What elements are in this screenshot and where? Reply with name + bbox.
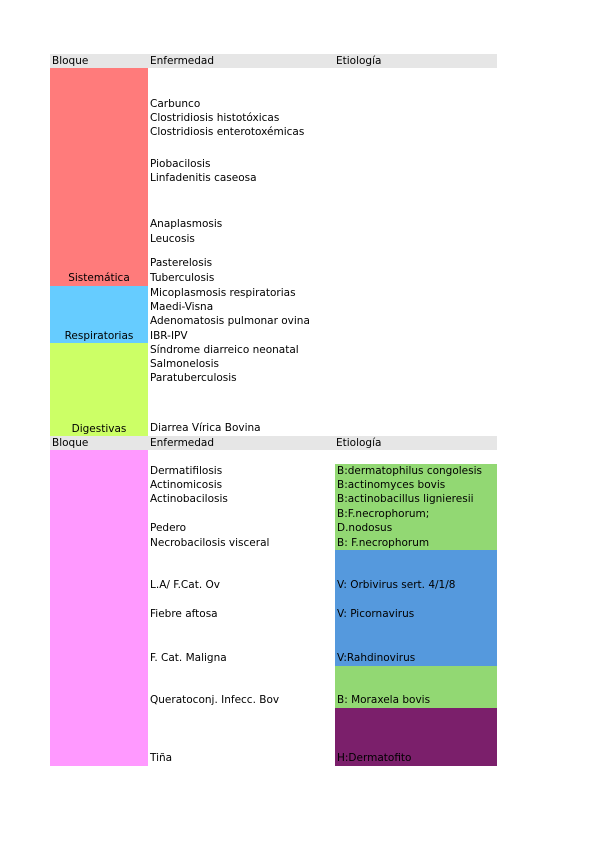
etiology-fungus-block <box>335 708 497 766</box>
disease-linfadenitis-caseosa: Linfadenitis caseosa <box>150 172 257 184</box>
etiology-bacteria-block-2 <box>335 666 497 708</box>
block-label-digestivas: Digestivas <box>71 423 127 435</box>
disease-sindrome-diarreico-neonatal: Síndrome diarreico neonatal <box>150 344 299 356</box>
header-etiologia: Etiología <box>336 55 382 67</box>
disease-adenomatosis-pulmonar-ovina: Adenomatosis pulmonar ovina <box>150 315 310 327</box>
disease-fcat-maligna: F. Cat. Maligna <box>150 652 227 664</box>
disease-la-fcat-ov: L.A/ F.Cat. Ov <box>150 579 220 591</box>
header-enfermedad-2: Enfermedad <box>150 437 215 449</box>
disease-necrobacilosis-visceral: Necrobacilosis visceral <box>150 537 270 549</box>
header-bloque: Bloque <box>52 55 89 67</box>
block-label-respiratorias: Respiratorias <box>64 330 134 342</box>
etiology-fnecrophorum-1: B:F.necrophorum; <box>337 508 430 520</box>
etiology-fnecrophorum-2: B: F.necrophorum <box>337 537 430 549</box>
header-etiologia-2: Etiología <box>336 437 382 449</box>
disease-micoplasmosis-respiratorias: Micoplasmosis respiratorias <box>150 287 296 299</box>
etiology-virus-block <box>335 550 497 666</box>
disease-ibr-ipv: IBR-IPV <box>150 330 188 342</box>
disease-leucosis: Leucosis <box>150 233 195 245</box>
block-sistematica: Sistemática <box>50 68 148 286</box>
disease-dermatifilosis: Dermatifilosis <box>150 465 223 477</box>
etiology-orbivirus: V: Orbivirus sert. 4/1/8 <box>337 579 456 591</box>
disease-clostridiosis-histotoxicas: Clostridiosis histotóxicas <box>150 112 280 124</box>
disease-tina: Tiña <box>150 752 173 764</box>
etiology-picornavirus: V: Picornavirus <box>337 608 415 620</box>
table-header-2: Bloque Enfermedad Etiología <box>50 436 497 450</box>
header-enfermedad: Enfermedad <box>150 55 215 67</box>
table-header-1: Bloque Enfermedad Etiología <box>50 54 497 68</box>
etiology-rahdinovirus: V:Rahdinovirus <box>337 652 416 664</box>
etiology-dnodosus: D.nodosus <box>337 522 393 534</box>
disease-piobacilosis: Piobacilosis <box>150 158 211 170</box>
disease-anaplasmosis: Anaplasmosis <box>150 218 223 230</box>
disease-clostridiosis-enterotoxemicas: Clostridiosis enterotoxémicas <box>150 126 305 138</box>
disease-pedero: Pedero <box>150 522 187 534</box>
etiology-dermatophilus: B:dermatophilus congolesis <box>337 465 482 477</box>
disease-queratoconj-infecc-bov: Queratoconj. Infecc. Bov <box>150 694 280 706</box>
disease-maedi-visna: Maedi-Visna <box>150 301 214 313</box>
disease-actinomicosis: Actinomicosis <box>150 479 223 491</box>
disease-fiebre-aftosa: Fiebre aftosa <box>150 608 218 620</box>
block-label-sistematica: Sistemática <box>68 272 130 284</box>
disease-carbunco: Carbunco <box>150 98 201 110</box>
disease-paratuberculosis: Paratuberculosis <box>150 372 237 384</box>
etiology-actinobacillus: B:actinobacillus lignieresii <box>337 493 474 505</box>
etiology-bacteria-block-1 <box>335 464 497 550</box>
etiology-moraxela: B: Moraxela bovis <box>337 694 431 706</box>
disease-actinobacilosis: Actinobacilosis <box>150 493 228 505</box>
disease-pasterelosis: Pasterelosis <box>150 257 213 269</box>
header-bloque-2: Bloque <box>52 437 89 449</box>
disease-tuberculosis: Tuberculosis <box>150 272 215 284</box>
etiology-actinomyces: B:actinomyces bovis <box>337 479 446 491</box>
block-section2 <box>50 450 148 766</box>
block-respiratorias: Respiratorias <box>50 286 148 343</box>
disease-salmonelosis: Salmonelosis <box>150 358 219 370</box>
disease-diarrea-virica-bovina: Diarrea Vírica Bovina <box>150 422 261 434</box>
block-digestivas: Digestivas <box>50 343 148 436</box>
etiology-dermatofito: H:Dermatofito <box>337 752 412 764</box>
